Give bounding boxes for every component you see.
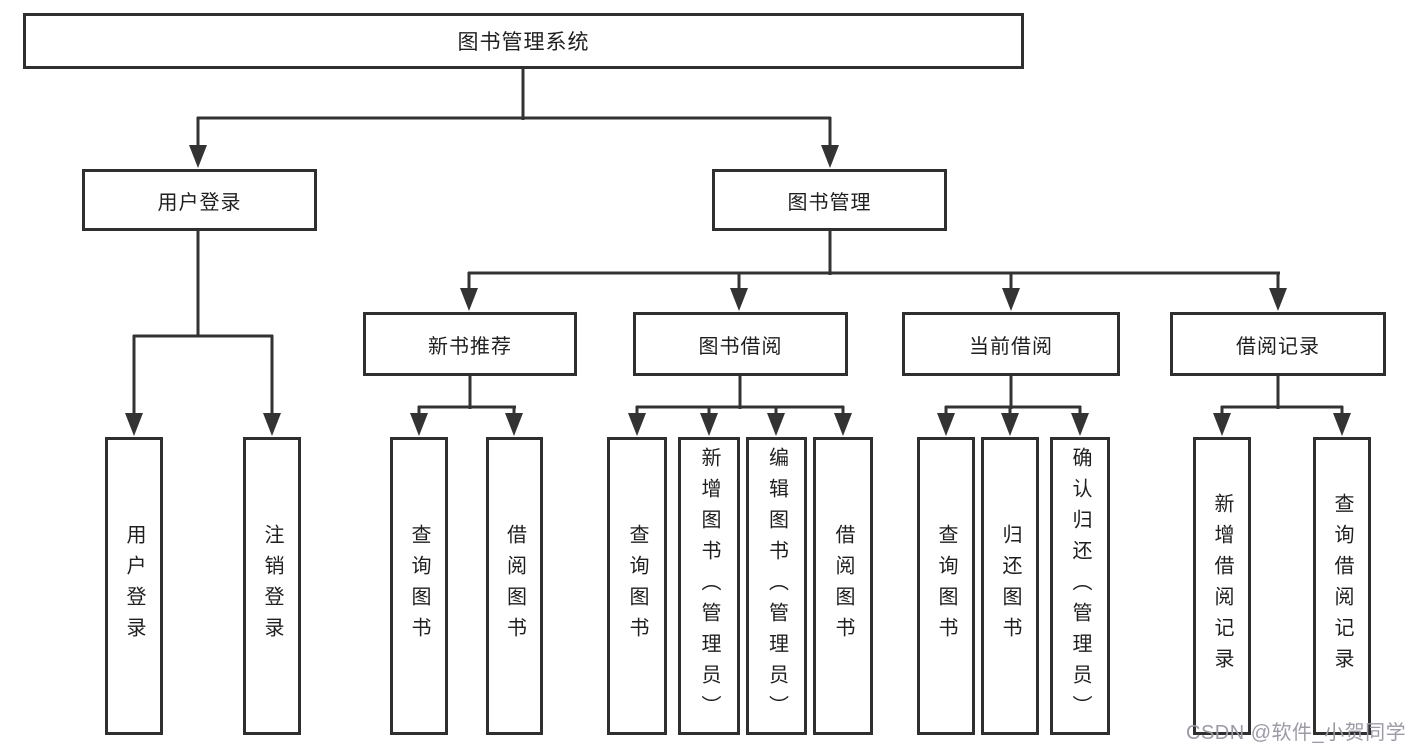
node-user-login: 用户登录	[82, 169, 317, 231]
leaf-label: 注销登录	[261, 524, 283, 648]
leaf-label: 新增图书（管理员）	[698, 446, 720, 726]
leaf-label: 新增借阅记录	[1211, 493, 1233, 679]
node-library-system: 图书管理系统	[23, 13, 1024, 69]
node-current-borrowing: 当前借阅	[902, 312, 1120, 376]
leaf-add-books-admin: 新增图书（管理员）	[678, 437, 740, 735]
leaf-edit-books-admin: 编辑图书（管理员）	[746, 437, 807, 735]
leaf-label: 查询借阅记录	[1331, 493, 1353, 679]
leaf-query-borrow-record: 查询借阅记录	[1313, 437, 1371, 735]
node-borrow-records: 借阅记录	[1170, 312, 1386, 376]
leaf-label: 编辑图书（管理员）	[765, 446, 788, 726]
node-book-management: 图书管理	[712, 169, 947, 231]
node-new-book-recommend: 新书推荐	[363, 312, 577, 376]
leaf-borrow-books: 借阅图书	[813, 437, 873, 735]
leaf-confirm-return-admin: 确认归还（管理员）	[1050, 437, 1110, 735]
leaf-user-login: 用户登录	[105, 437, 163, 735]
leaf-label: 借阅图书	[832, 524, 854, 648]
leaf-label: 用户登录	[123, 524, 145, 648]
leaf-label: 归还图书	[999, 524, 1021, 648]
leaf-borrow-books-recommend: 借阅图书	[486, 437, 543, 735]
leaf-query-books-borrowing: 查询图书	[607, 437, 667, 735]
leaf-logout: 注销登录	[243, 437, 301, 735]
leaf-label: 查询图书	[626, 524, 648, 648]
csdn-watermark: CSDN @软件_小贺同学	[1186, 722, 1405, 744]
leaf-query-books-recommend: 查询图书	[390, 437, 448, 735]
leaf-label: 查询图书	[935, 524, 957, 648]
node-book-borrowing: 图书借阅	[633, 312, 848, 376]
leaf-return-books: 归还图书	[981, 437, 1039, 735]
leaf-query-books-current: 查询图书	[917, 437, 975, 735]
leaf-label: 查询图书	[408, 524, 430, 648]
leaf-label: 借阅图书	[503, 524, 526, 648]
leaf-label: 确认归还（管理员）	[1069, 446, 1091, 726]
leaf-add-borrow-record: 新增借阅记录	[1193, 437, 1251, 735]
